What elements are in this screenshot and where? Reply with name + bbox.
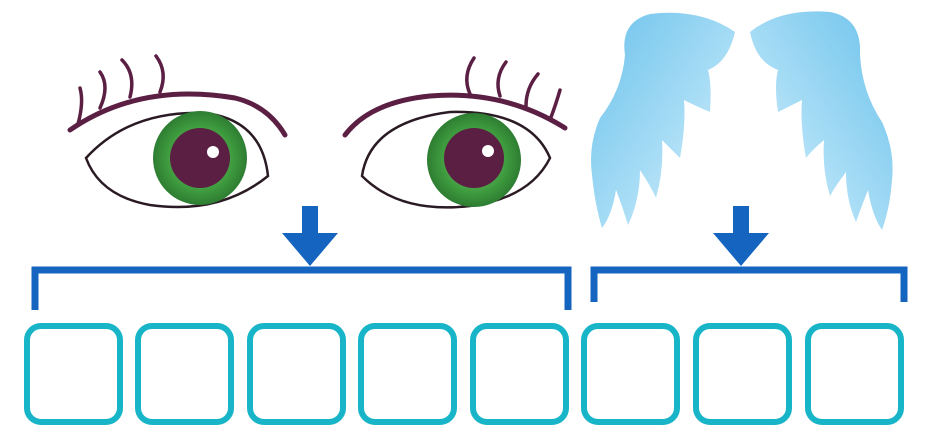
answer-letter-box[interactable] [805,323,904,425]
eyes-icon [70,56,565,207]
answer-letter-box[interactable] [247,323,346,425]
answer-letter-box[interactable] [24,323,123,425]
bracket-segment-1 [35,270,568,310]
arrow-down-icon [282,206,338,266]
answer-letter-box[interactable] [358,323,457,425]
answer-letter-box[interactable] [135,323,234,425]
wings-icon [591,11,893,230]
answer-letter-box[interactable] [470,323,569,425]
right-wing [750,11,893,230]
arrow-down-icon [713,206,769,266]
left-eye [70,56,285,207]
right-eye [345,58,565,207]
answer-letter-box[interactable] [693,323,792,425]
bracket-segment-2 [594,270,904,302]
left-wing [591,13,735,228]
answer-letter-box[interactable] [581,323,680,425]
